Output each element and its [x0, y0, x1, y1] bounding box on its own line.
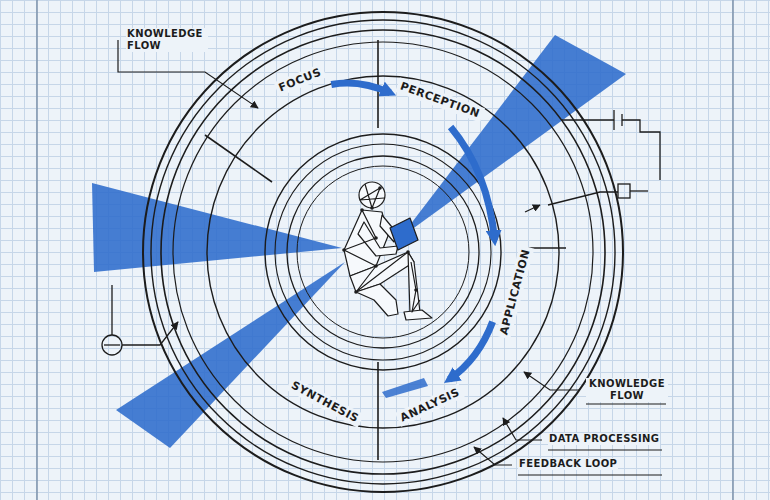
open-book: [390, 218, 418, 250]
flow-arrow: [451, 127, 495, 240]
mesh-node: [374, 236, 378, 240]
callout-label: KNOWLEDGE FLOW: [126, 28, 208, 52]
segment-dividers: [205, 40, 566, 460]
wire: [622, 120, 660, 180]
terminal-symbol: [618, 184, 630, 198]
mesh-lines: [344, 210, 408, 292]
leader-line: [503, 418, 542, 440]
ring: [143, 12, 623, 492]
panel-edge: [36, 0, 38, 500]
ring: [161, 30, 605, 474]
gauge-symbol: [102, 285, 178, 355]
capacitor-plate: [613, 110, 614, 130]
wire: [562, 119, 614, 120]
light-beam: [400, 35, 626, 238]
mesh-nodes: [342, 186, 418, 294]
divider-line: [377, 362, 379, 460]
mesh-node: [374, 264, 378, 268]
ring-segment: SYNTHESIS: [286, 376, 364, 427]
underline: [586, 403, 666, 404]
wire: [111, 285, 112, 335]
callout-label: KNOWLEDGE FLOW: [586, 378, 668, 402]
mesh-node: [378, 186, 382, 190]
callout-label: FEEDBACK LOOP: [518, 458, 618, 470]
circuit-symbols: [525, 110, 660, 212]
flow-arrow: [449, 322, 492, 380]
callout-label: DATA PROCESSING: [548, 433, 660, 445]
wire: [548, 192, 618, 205]
ring: [265, 134, 501, 370]
ring: [151, 20, 615, 484]
divider-line: [205, 135, 272, 182]
mesh-lines: [411, 262, 420, 312]
ring: [275, 144, 491, 360]
leader-line: [524, 372, 580, 390]
wire: [630, 190, 648, 191]
mesh-node: [370, 206, 374, 210]
mesh-node: [406, 250, 410, 254]
ring: [287, 156, 479, 348]
concentric-rings: [143, 12, 623, 492]
reader-figure: [342, 182, 432, 320]
figure-head: [359, 182, 385, 208]
ring: [297, 166, 469, 338]
mesh-node: [342, 248, 346, 252]
figure-shin: [408, 252, 420, 314]
ring: [207, 76, 559, 428]
segment-label: FOCUS: [277, 66, 323, 95]
leader-line: [525, 205, 540, 212]
figure-foot: [404, 310, 432, 320]
figure-leg: [356, 284, 398, 316]
mesh-node: [354, 290, 358, 294]
divider-line: [377, 40, 379, 128]
leader-line: [474, 447, 512, 465]
underline: [518, 474, 662, 475]
segment-label: APPLICATION: [497, 248, 532, 337]
leader-line: [122, 322, 178, 345]
mesh-lines: [360, 184, 384, 208]
gauge-circle: [102, 335, 122, 355]
gauge-mark: [104, 344, 120, 345]
panel-edge: [732, 0, 734, 500]
light-beam: [116, 262, 345, 448]
mesh-node: [414, 288, 418, 292]
flow-arrow: [331, 83, 390, 93]
blue-sketch-patch: [382, 378, 428, 398]
leader-lines: [118, 40, 666, 475]
ring: [173, 42, 593, 462]
mesh-node: [360, 208, 364, 212]
underline: [548, 449, 662, 450]
